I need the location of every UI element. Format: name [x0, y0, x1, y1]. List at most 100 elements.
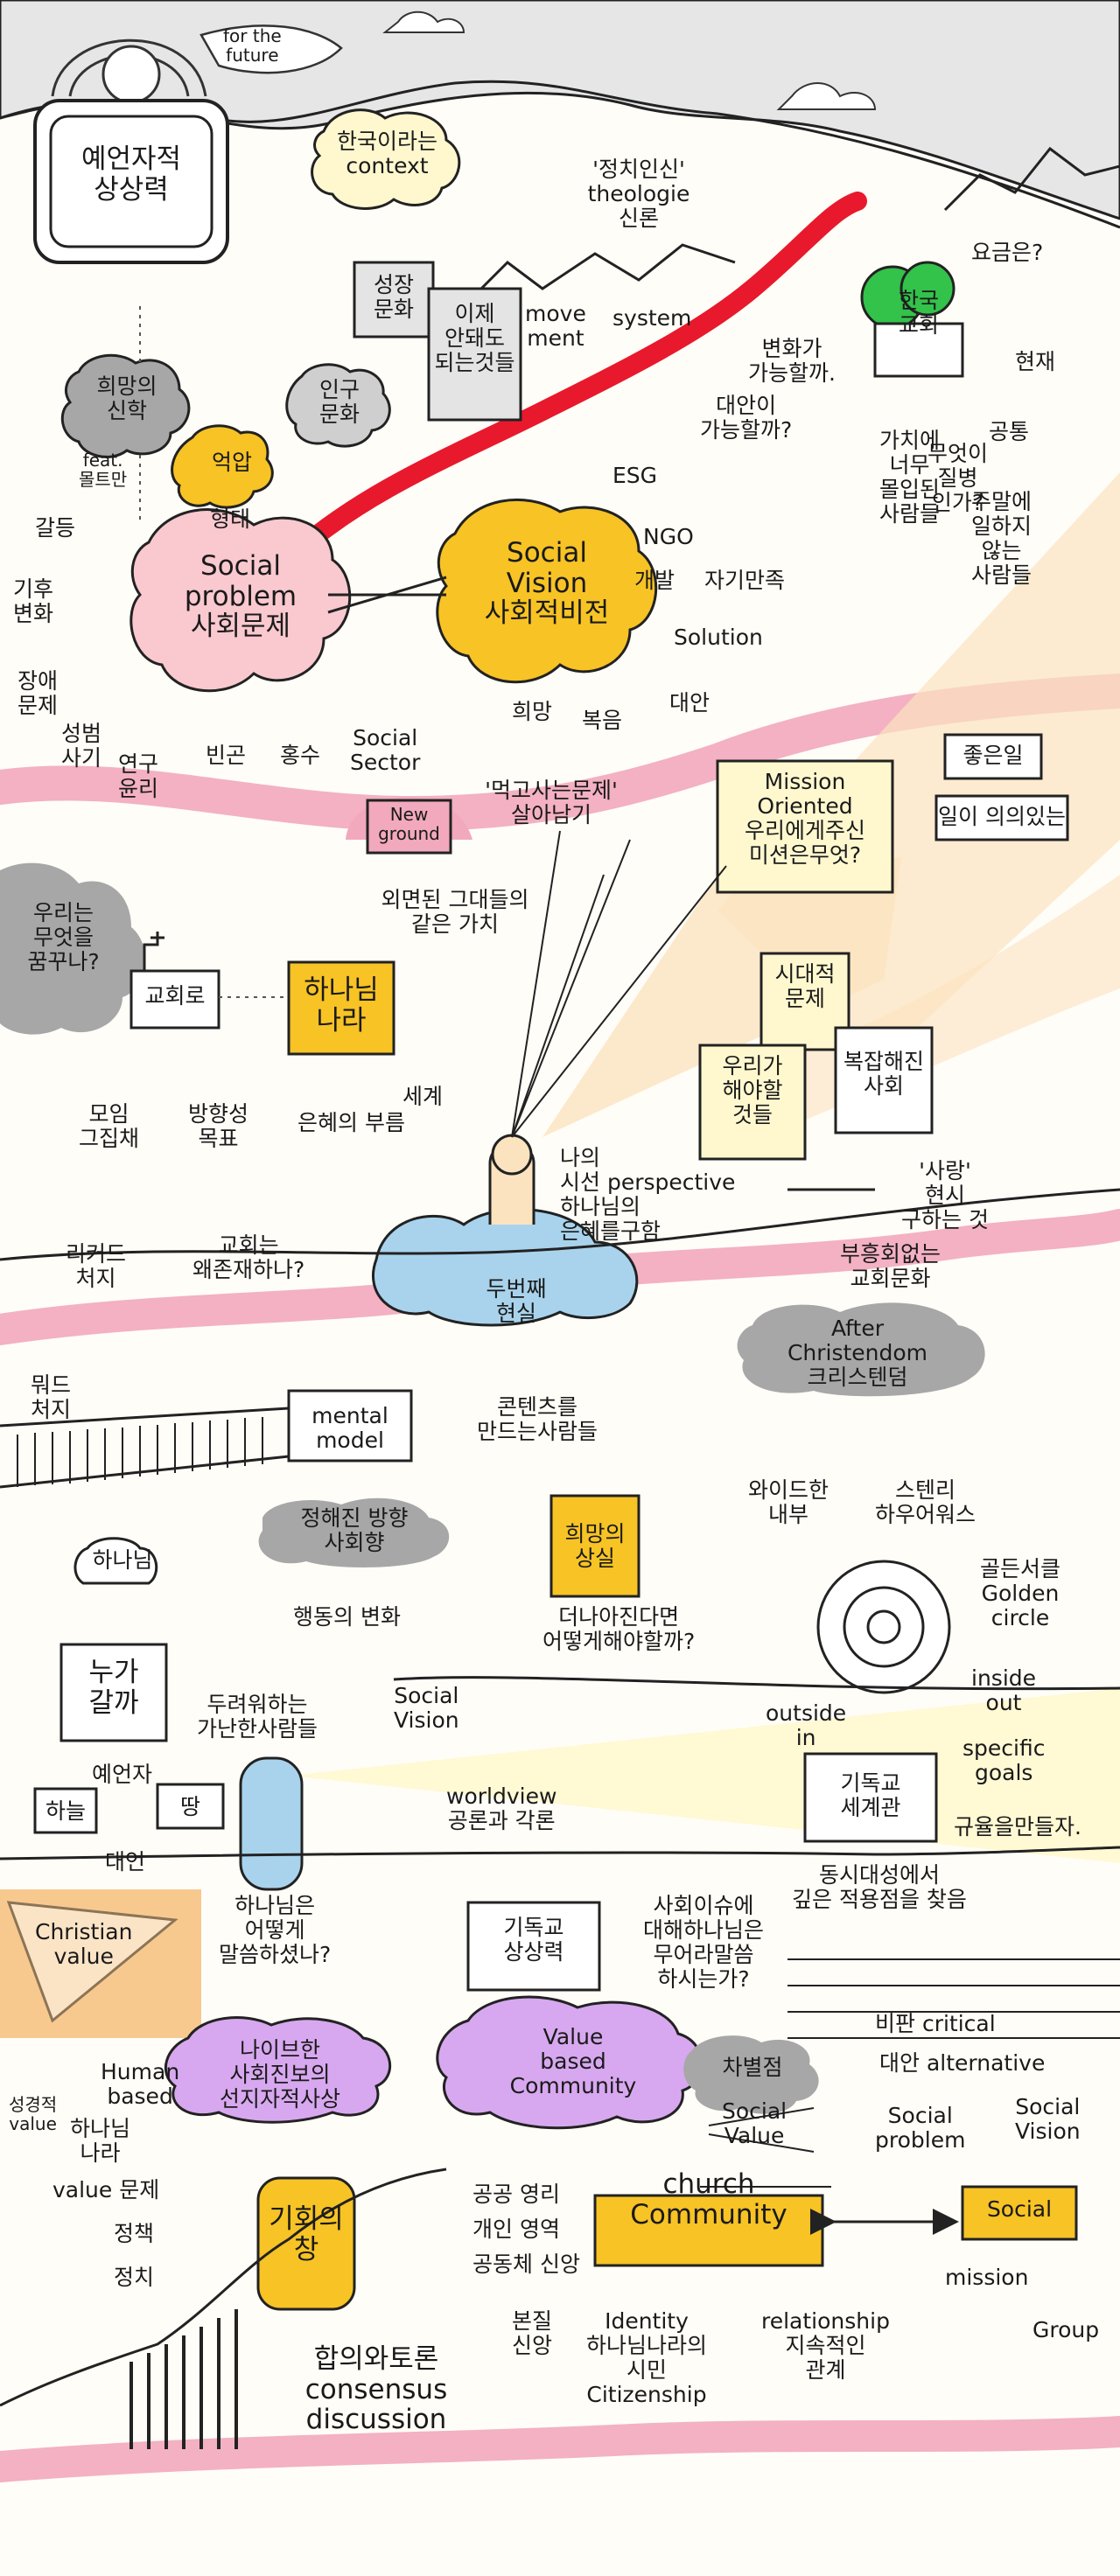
who-should-go-box	[60, 1643, 168, 1742]
diverse-points-label: 차별점	[722, 2055, 783, 2080]
christian-worldview-box	[803, 1752, 938, 1843]
identity-faith-label: 본질 신앙	[512, 2308, 553, 2358]
golden-circle-inner	[866, 1609, 901, 1644]
policy-label: 정책	[114, 2221, 155, 2246]
dream-cloud	[0, 862, 146, 1035]
korea-context-label: 한국이라는 context	[336, 129, 438, 178]
population-cloud	[285, 363, 391, 448]
good-job-box	[943, 733, 1043, 780]
mental-model-label: mental model	[312, 1403, 388, 1453]
relationship-label: relationship 지속적인 관계	[761, 2308, 890, 2383]
hope-theology-label: 희망의 신학	[96, 373, 158, 423]
how-did-god-speak-label: 하나님은 어떻게 말씀하셨나?	[219, 1893, 332, 1967]
society-issue-label: 사회이슈에 대해하나님은 무어라말씀 하시는가?	[643, 1893, 765, 1992]
meaningful-job-label: 일이 의의있는	[938, 804, 1066, 829]
ray-lines	[511, 830, 727, 1138]
content-makers-label: 콘텐츠를 만드는사람들	[477, 1394, 598, 1444]
consensus-label: 합의와토론 consensus discussion	[304, 2343, 448, 2436]
tradition-culture-label: 부흥회없는 교회문화	[840, 1241, 942, 1291]
korea-church-box	[873, 322, 964, 378]
christian-value-label: Christian value	[35, 1919, 133, 1969]
social-vision-2-label: Social Vision	[394, 1683, 459, 1733]
cross-icon	[143, 932, 164, 971]
direction-goal-label: 방향성 목표	[188, 1101, 249, 1151]
research-ethics-label: 연구 윤리	[118, 751, 159, 801]
earth-box	[156, 1783, 225, 1830]
self-satisfaction-label: 자기만족	[704, 568, 786, 593]
world-label: 세계	[402, 1084, 444, 1109]
type-label: 형태	[210, 506, 251, 532]
hatching	[788, 1958, 1120, 2039]
value-community-label: Value based Community	[509, 2024, 637, 2098]
hope-theology-cloud	[60, 353, 191, 458]
after-christendom-label: After Christendom 크리스텐덤	[787, 1316, 928, 1390]
era-problem-label: 시대적 문제	[774, 961, 836, 1011]
heaven-box	[33, 1787, 98, 1834]
christian-imagination-label: 기독교 상상력	[503, 1915, 564, 1965]
social-sector-label: Social Sector	[350, 725, 421, 775]
personal-faith-label: 개인 영역	[472, 2216, 560, 2242]
oppression-label: 억압	[211, 450, 252, 475]
public-private-label: 공공 영리	[472, 2182, 560, 2207]
we-must-label: 우리가 해야할 것들	[722, 1053, 783, 1127]
ground-line	[0, 1188, 1120, 1261]
vision-line	[393, 1676, 1120, 1691]
naive-progress-label: 나이브한 사회진보의 선지자적사상	[219, 2037, 340, 2112]
prophet-person-icon	[239, 1756, 304, 1891]
feat-moltmann-label: feat. 몰트만	[79, 450, 128, 491]
hope-label: 희망	[512, 699, 553, 724]
weird-process-label: 뭐드 처지	[31, 1372, 72, 1422]
church-community-label: church Community	[630, 2168, 788, 2230]
earth-label: 땅	[179, 1794, 200, 1819]
golden-circle-label: 골든서클 Golden circle	[980, 1556, 1061, 1630]
prophetic-imagination-inner-frame	[49, 115, 214, 248]
mental-model-road	[0, 1407, 290, 1489]
pink-band-3	[0, 2416, 1120, 2482]
sky-cloud-icon	[776, 82, 877, 110]
what-should-we-do-label: 더나아진다면 어떻게해야할까?	[542, 1604, 696, 1654]
alternative-possible-label: 대안이 가능할까?	[700, 393, 793, 443]
political-theology-label: '정치인신' theologie 신론	[587, 157, 690, 231]
development-label: 개발	[634, 568, 676, 593]
kingdom-label: 하나님 나라	[304, 974, 379, 1037]
dream-cloud-blue	[371, 1208, 639, 1327]
hard-ones-label: 두려워하는 가난한사람들	[197, 1692, 318, 1742]
prophetic-imagination-label: 예언자적 상상력	[80, 143, 182, 206]
love-realize-label: '사랑' 현시 구하는 것	[901, 1158, 989, 1232]
mountain-line	[453, 243, 736, 317]
meaningful-job-box	[934, 794, 1069, 841]
christian-worldview-label: 기독교 세계관	[840, 1770, 901, 1820]
mission-box	[716, 759, 894, 894]
new-ground-label: New ground	[378, 804, 440, 845]
group-label: Group	[1032, 2317, 1100, 2342]
social-box-label: Social	[986, 2196, 1053, 2222]
alt-alternative-label: 대안 alternative	[879, 2050, 1046, 2076]
christian-imagination-box	[466, 1901, 601, 1992]
behavior-change-label: 행동의 변화	[293, 1604, 401, 1630]
arrow-problem-vision	[327, 576, 447, 614]
really-needed-label: 가치에 너무 몰입된 사람들	[879, 428, 941, 527]
hatching	[130, 2309, 238, 2449]
identity-label: Identity 하나님나라의 시민 Citizenship	[586, 2308, 708, 2407]
church-exists-label: 교회는 왜존재하나?	[192, 1232, 305, 1282]
disability-issue-label: 장애 문제	[18, 668, 59, 718]
sky-cloud-icon	[382, 10, 466, 33]
social-value-label: Social Value	[722, 2098, 788, 2148]
naive-progress-cloud	[164, 2016, 391, 2124]
inside-out-label: inside out	[971, 1665, 1037, 1715]
face-icon	[102, 45, 161, 104]
korea-context-cloud	[311, 108, 461, 210]
needed-label: 요금은?	[971, 240, 1044, 265]
civic-faith-label: 공동체 신앙	[472, 2251, 580, 2277]
outside-in-label: outside in	[766, 1700, 847, 1750]
sunrise-arc-icon	[51, 38, 207, 97]
red-road	[288, 192, 867, 561]
we-must-box	[698, 1044, 807, 1161]
mission-label: mission	[945, 2265, 1029, 2290]
mental-model-box	[287, 1389, 413, 1463]
conflict-label: 갈등	[35, 515, 76, 541]
worldview-weird-label: worldview 공론과 각론	[446, 1784, 557, 1833]
christian-value-triangle	[6, 1901, 178, 2023]
population-culture-label: 인구 문화	[318, 377, 360, 427]
